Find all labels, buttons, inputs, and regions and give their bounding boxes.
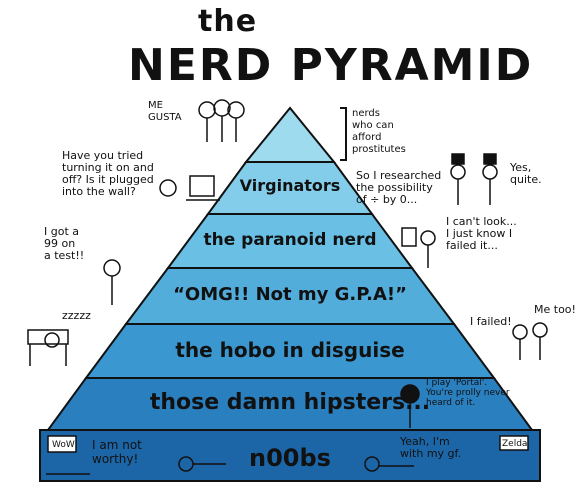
zelda-screen-label: Zelda — [502, 439, 528, 449]
tier-1-shape — [243, 106, 337, 163]
researched-note: So I researched the possibility of ÷ by … — [356, 169, 442, 206]
yes-quite-note: Yes, quite. — [510, 161, 542, 186]
bracket-mark — [340, 107, 347, 161]
title-line-1: the — [198, 4, 258, 39]
tier-label-hobo: the hobo in disguise — [175, 338, 405, 362]
cant-look-note: I can't look... I just know I failed it.… — [446, 215, 517, 252]
failed-note: I failed! — [470, 315, 512, 328]
tier-label-paranoid: the paranoid nerd — [203, 230, 377, 250]
tier-label-noobs: n00bs — [249, 444, 331, 472]
me-too-note: Me too! — [534, 303, 576, 316]
wow-screen-label: WoW — [52, 440, 75, 450]
top-hat-figures — [450, 153, 498, 205]
me-gusta-note: ME GUSTA — [148, 100, 182, 123]
me-gusta-figures — [198, 99, 245, 142]
tier-label-hipsters: those damn hipsters... — [149, 390, 431, 415]
noob-doodles — [46, 435, 529, 475]
computer-doodle — [159, 175, 220, 201]
test-girl-figure — [103, 259, 121, 305]
portal-note: I play 'Portal'. You're prolly never hea… — [426, 378, 510, 408]
tier-label-virginators: Virginators — [239, 176, 341, 195]
bracket-note: nerds who can afford prostitutes — [352, 108, 406, 155]
failed-figures — [512, 322, 548, 360]
got-99-note: I got a 99 on a test!! — [44, 225, 85, 262]
tier-7-shape — [39, 429, 541, 482]
tier-label-gpa: “OMG!! Not my G.P.A!” — [173, 284, 407, 305]
tried-note: Have you tried turning it on and off? Is… — [62, 149, 154, 198]
sleeping-desk — [27, 329, 69, 366]
zzz-note: zzzzz — [62, 309, 91, 322]
paranoid-figure — [401, 227, 436, 268]
gf-note: Yeah, I'm with my gf. — [400, 435, 462, 460]
not-worthy-note: I am not worthy! — [92, 438, 142, 466]
hipster-figure — [400, 384, 420, 428]
page-title: NERD PYRAMID — [128, 40, 534, 91]
